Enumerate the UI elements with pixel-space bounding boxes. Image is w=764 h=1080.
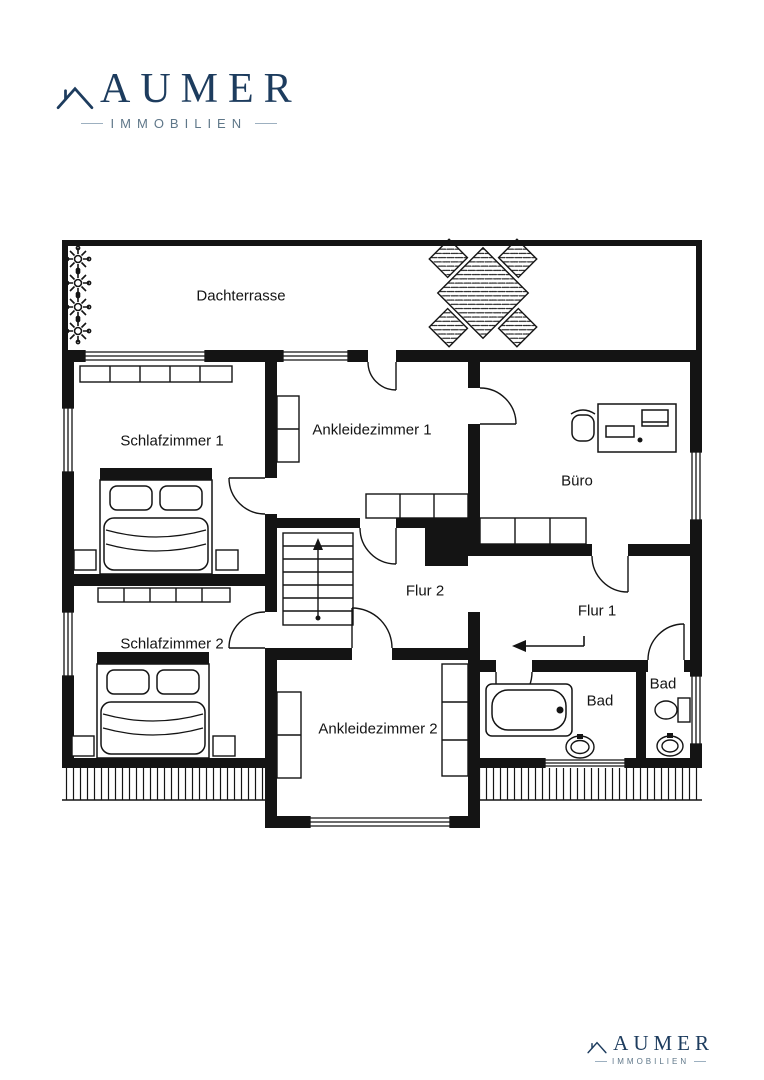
- office-chair-icon: [570, 409, 596, 442]
- bathtub-icon: [485, 683, 573, 737]
- brand-subtitle: IMMOBILIEN: [612, 1057, 690, 1066]
- divider-line: [255, 123, 278, 124]
- toilet-icon: [654, 697, 691, 723]
- terrace-table-icon: [428, 238, 538, 348]
- cabinet-icon: [276, 395, 469, 519]
- sink-icon: [565, 734, 595, 759]
- nightstand-icon: [73, 549, 239, 571]
- wardrobe-icon: [97, 587, 231, 603]
- brand-row: AUMER: [56, 68, 302, 110]
- door-arc: [359, 527, 397, 565]
- brand-row: AUMER: [587, 1033, 714, 1054]
- room-label-flur-1: Flur 1: [577, 602, 617, 620]
- door-arc: [367, 361, 397, 391]
- room-label-bad-2: Bad: [649, 675, 677, 693]
- divider-line: [80, 123, 103, 124]
- brand-subtitle: IMMOBILIEN: [110, 116, 248, 131]
- window: [282, 350, 349, 362]
- window: [62, 407, 74, 473]
- nightstand-icon: [71, 735, 236, 757]
- brand-logo-footer: AUMER IMMOBILIEN: [587, 1033, 714, 1066]
- divider-line: [694, 1061, 707, 1062]
- door-arc: [228, 477, 266, 515]
- shaft: [425, 518, 468, 566]
- door-arc: [591, 555, 629, 593]
- window: [690, 675, 702, 745]
- room-label-schlafzimmer-2: Schlafzimmer 2: [120, 635, 224, 653]
- plant-icon: [64, 293, 92, 321]
- cabinet-icon: [276, 663, 469, 779]
- stairs-icon: [282, 532, 354, 626]
- plant-icon: [64, 269, 92, 297]
- bed-icon: [96, 651, 210, 759]
- brand-name: AUMER: [100, 66, 302, 112]
- roof-icon: [56, 86, 94, 110]
- cabinet-icon: [479, 517, 587, 545]
- window: [309, 816, 451, 828]
- door-arc: [647, 623, 685, 661]
- windows: [62, 350, 702, 828]
- window: [544, 758, 626, 768]
- roof-hatch: [62, 768, 702, 801]
- bed-icon: [99, 467, 213, 575]
- room-label-bad-1: Bad: [586, 692, 614, 710]
- terrace-plants: [64, 245, 92, 345]
- room-label-ankleidezimmer-1: Ankleidezimmer 1: [312, 421, 432, 439]
- door-arc: [228, 611, 266, 649]
- brand-subtitle-row: IMMOBILIEN: [80, 116, 278, 131]
- plant-icon: [64, 317, 92, 345]
- room-label-dachterrasse: Dachterrasse: [196, 287, 286, 305]
- door-arc: [351, 607, 393, 649]
- brand-name: AUMER: [613, 1031, 714, 1055]
- entry-arrow: [512, 636, 585, 652]
- divider-line: [595, 1061, 608, 1062]
- window: [84, 350, 206, 362]
- window: [690, 451, 702, 521]
- room-label-ankleidezimmer-2: Ankleidezimmer 2: [318, 720, 438, 738]
- sink-icon: [656, 733, 684, 757]
- roof-icon: [587, 1041, 607, 1054]
- brand-subtitle-row: IMMOBILIEN: [595, 1057, 707, 1066]
- plant-icon: [64, 245, 92, 273]
- room-label-flur-2: Flur 2: [405, 582, 445, 600]
- room-label-buero: Büro: [561, 472, 593, 490]
- walls: [62, 350, 702, 828]
- window: [62, 611, 74, 677]
- desk-icon: [570, 403, 677, 453]
- door-arc: [479, 387, 517, 425]
- wardrobe-icon: [79, 365, 233, 383]
- room-label-schlafzimmer-1: Schlafzimmer 1: [120, 432, 224, 450]
- terrace-walls: [62, 240, 702, 352]
- brand-logo-header: AUMER IMMOBILIEN: [56, 68, 302, 131]
